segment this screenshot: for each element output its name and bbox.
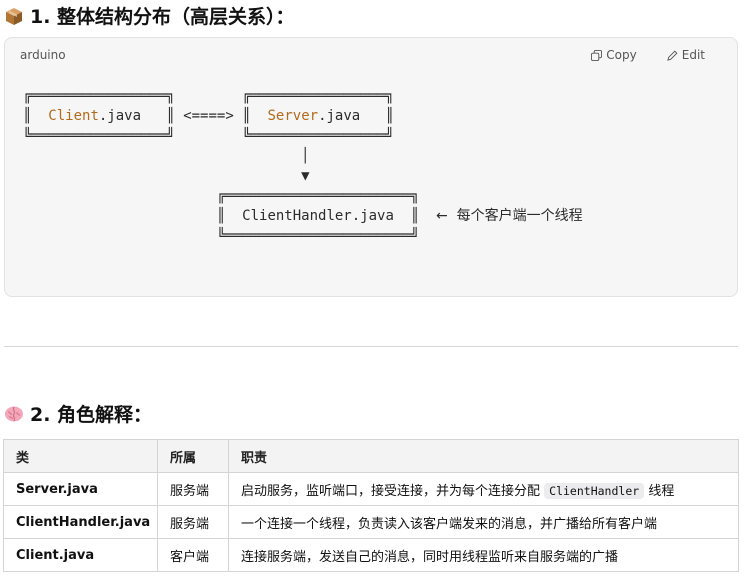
link-arrow: <====> <box>183 108 234 124</box>
package-icon <box>6 7 22 25</box>
cell-duty: 连接服务端，发送自己的消息，同时用线程监听来自服务端的广播 <box>228 538 739 572</box>
duty-text: 启动服务，监听端口，接受连接，并为每个连接分配 <box>241 483 541 499</box>
code-block: arduino Copy Edit ╔════════════════╗ ╔══… <box>4 37 738 297</box>
client-hl: Client <box>48 108 99 124</box>
table-row: ClientHandler.java 服务端 一个连接一个线程，负责读入该客户端… <box>3 505 739 539</box>
table-row: Server.java 服务端 启动服务，监听端口，接受连接，并为每个连接分配 … <box>3 472 739 506</box>
handler-label: ClientHandler.java <box>242 208 394 224</box>
cell-class: Client.java <box>3 538 158 572</box>
cell-owner: 服务端 <box>157 505 229 539</box>
header-owner: 所属 <box>157 439 229 473</box>
client-rest: .java <box>98 108 142 124</box>
duty-text-end: 线程 <box>648 483 675 499</box>
server-hl: Server <box>267 108 319 124</box>
table-header-row: 类 所属 职责 <box>3 439 739 473</box>
table-row: Client.java 客户端 连接服务端，发送自己的消息，同时用线程监听来自服… <box>3 538 739 572</box>
ascii-diagram: ╔════════════════╗ ╔════════════════╗ ║ … <box>23 88 583 244</box>
section-title: 1. 整体结构分布（高层关系）： <box>30 6 295 28</box>
pencil-icon <box>667 50 678 61</box>
cell-class: Server.java <box>3 472 158 506</box>
handler-note: ← 每个客户端一个线程 <box>436 208 583 224</box>
inline-code: ClientHandler <box>544 482 645 499</box>
edit-button[interactable]: Edit <box>667 48 705 62</box>
cell-duty: 启动服务，监听端口，接受连接，并为每个连接分配 ClientHandler 线程 <box>228 472 739 506</box>
header-class: 类 <box>3 439 158 473</box>
copy-button[interactable]: Copy <box>591 48 637 62</box>
header-duty: 职责 <box>228 439 739 473</box>
section-divider <box>4 346 738 347</box>
section-heading-structure: 1. 整体结构分布（高层关系）： <box>4 2 295 29</box>
cell-owner: 客户端 <box>157 538 229 572</box>
server-rest: .java <box>318 108 361 124</box>
cell-duty: 一个连接一个线程，负责读入该客户端发来的消息，并广播给所有客户端 <box>228 505 739 539</box>
copy-label: Copy <box>606 48 637 62</box>
cell-owner: 服务端 <box>157 472 229 506</box>
code-language-label: arduino <box>20 48 66 62</box>
copy-icon <box>591 49 603 61</box>
edit-label: Edit <box>681 48 705 62</box>
roles-table: 类 所属 职责 Server.java 服务端 启动服务，监听端口，接受连接，并… <box>3 439 739 572</box>
section-title: 2. 角色解释： <box>30 404 153 426</box>
cell-class: ClientHandler.java <box>3 505 158 539</box>
brain-icon <box>5 406 23 421</box>
section-heading-roles: 2. 角色解释： <box>4 400 152 427</box>
